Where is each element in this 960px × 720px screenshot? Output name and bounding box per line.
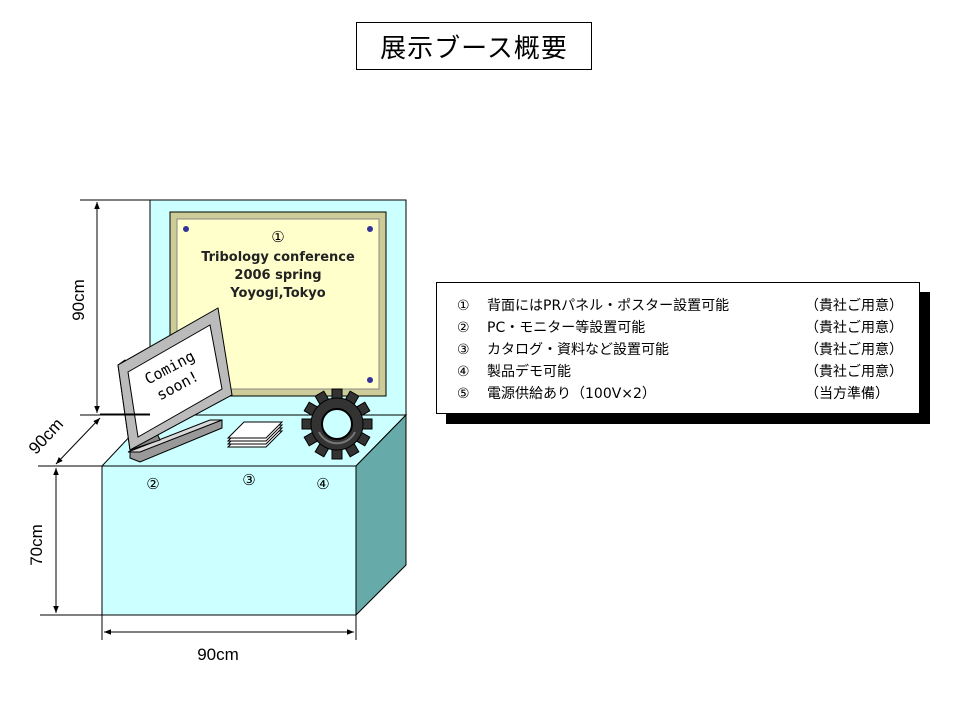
poster-marker: ① bbox=[271, 228, 284, 246]
legend-number: ④ bbox=[457, 364, 470, 380]
dimension-height-table-label: 70cm bbox=[27, 524, 46, 566]
marker-4: ④ bbox=[316, 475, 329, 493]
page-title: 展示ブース概要 bbox=[356, 22, 592, 70]
dimension-width bbox=[101, 615, 357, 640]
legend-item: ② PC・モニター等設置可能 （貴社ご用意） bbox=[457, 317, 919, 339]
legend-number: ③ bbox=[457, 342, 470, 358]
poster-pin bbox=[183, 226, 189, 232]
poster-pin bbox=[367, 377, 373, 383]
poster-line-3: Yoyogi,Tokyo bbox=[229, 286, 325, 301]
catalog-stack bbox=[226, 421, 284, 448]
marker-2: ② bbox=[146, 475, 159, 493]
legend-provider: （当方準備） bbox=[805, 386, 889, 402]
legend-provider: （貴社ご用意） bbox=[805, 298, 903, 314]
legend-text: 背面にはPRパネル・ポスター設置可能 bbox=[487, 298, 730, 314]
legend-item: ④ 製品デモ可能 （貴社ご用意） bbox=[457, 361, 919, 383]
dimension-width-label: 90cm bbox=[197, 645, 239, 664]
poster-line-1: Tribology conference bbox=[201, 250, 355, 265]
dimension-depth bbox=[38, 413, 150, 467]
poster-line-2: 2006 spring bbox=[234, 268, 321, 283]
legend-item: ⑤ 電源供給あり（100V×2） （当方準備） bbox=[457, 383, 919, 405]
gear-icon bbox=[301, 388, 373, 460]
legend-provider: （貴社ご用意） bbox=[805, 364, 903, 380]
legend-number: ① bbox=[457, 298, 470, 314]
legend-item: ③ カタログ・資料など設置可能 （貴社ご用意） bbox=[457, 339, 919, 361]
legend-text: 製品デモ可能 bbox=[487, 364, 571, 380]
legend-text: PC・モニター等設置可能 bbox=[487, 320, 646, 336]
dimension-height-table bbox=[40, 468, 102, 616]
dimension-depth-label: 90cm bbox=[25, 415, 67, 458]
legend-number: ⑤ bbox=[457, 386, 470, 402]
monitor-stand-base-top bbox=[127, 419, 223, 453]
dimension-height-back-label: 90cm bbox=[69, 279, 88, 321]
legend-provider: （貴社ご用意） bbox=[805, 342, 903, 358]
table-front bbox=[101, 465, 357, 616]
legend: ① 背面にはPRパネル・ポスター設置可能 （貴社ご用意） ② PC・モニター等設… bbox=[436, 282, 920, 414]
poster-pin bbox=[367, 226, 373, 232]
dimension-height-back bbox=[80, 199, 150, 416]
legend-text: 電源供給あり（100V×2） bbox=[487, 386, 656, 402]
legend-text: カタログ・資料など設置可能 bbox=[487, 342, 669, 358]
legend-provider: （貴社ご用意） bbox=[805, 320, 903, 336]
legend-number: ② bbox=[457, 320, 470, 336]
legend-item: ① 背面にはPRパネル・ポスター設置可能 （貴社ご用意） bbox=[457, 295, 919, 317]
marker-3: ③ bbox=[242, 471, 255, 489]
